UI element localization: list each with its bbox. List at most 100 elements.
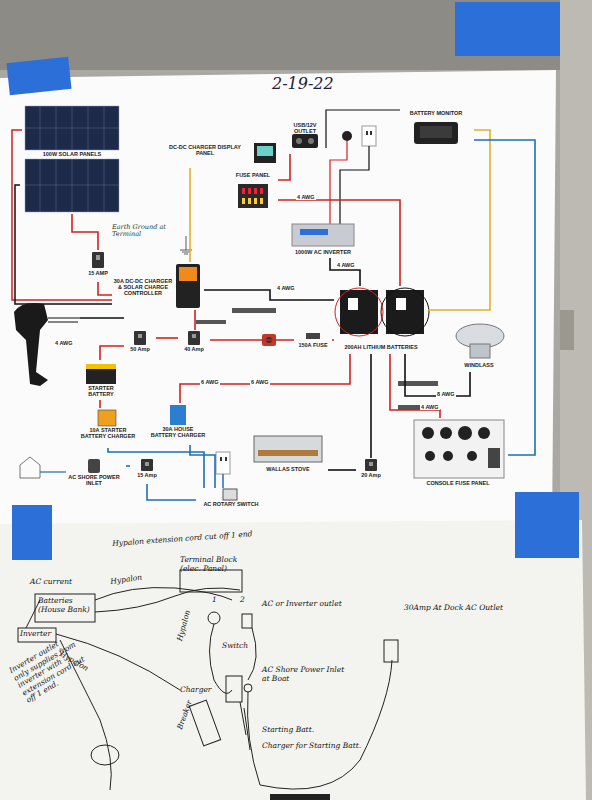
component-label: 30A DC-DC CHARGER & SOLAR CHARGE CONTROL… [112,278,174,297]
sketch-note: 1 [212,596,222,605]
component-box: 150A FUSE [294,332,332,354]
component-box: BATTERY MONITOR [398,110,474,148]
component-label: 30A HOUSE BATTERY CHARGER [150,426,206,438]
wire [428,130,490,310]
wire [332,339,334,341]
component-box: 1000W AC INVERTER [286,222,360,258]
component-box: DC-DC CHARGER DISPLAY PANEL [168,138,278,168]
component-label: 15 Amp [130,472,164,478]
wire [108,448,204,488]
component-box: 50 Amp [124,330,156,358]
component-box: 15 AMP [80,250,116,282]
wire [370,354,372,458]
sketch-note: AC or Inverter outlet [262,600,342,609]
component-label: CONSOLE FUSE PANEL [408,480,508,486]
sketch-note: AC Shore Power Inlet at Boat [262,666,352,683]
sketch-note: Terminal Block (elec. Panel) [180,556,250,573]
component-label: 50 Amp [124,346,156,352]
wire [194,310,196,330]
component-box: 10A STARTER BATTERY CHARGER [80,408,136,448]
wire-gauge: 6 AWG [250,379,270,385]
wire [278,154,290,180]
sketch-note: Inverter [20,630,56,639]
wire [189,168,191,262]
component-box: 20 Amp [356,458,386,484]
sketch-note: Charger [180,686,220,695]
component-box: WINDLASS [446,322,512,372]
wire [180,354,350,403]
wire-gauge: 6 AWG [200,379,220,385]
component-box: CONSOLE FUSE PANEL [408,418,508,490]
wire-gauge: 4 AWG [336,262,356,268]
component-label: USB/12V OUTLET [284,122,326,134]
wire [99,400,101,408]
wire [100,346,124,360]
component-label: BATTERY MONITOR [398,110,474,116]
component-label: DC-DC CHARGER DISPLAY PANEL [168,144,242,156]
sketch-note: Switch [222,642,262,651]
component-label: WALLAS STOVE [248,466,328,472]
wire [474,140,535,455]
component-box: WALLAS STOVE [248,432,328,476]
wire [126,465,130,467]
component-box: 15 Amp [130,458,164,484]
component-label: 100W SOLAR PANELS [26,151,118,157]
wire [330,258,360,286]
component-box: 40 Amp [178,330,210,358]
wire-gauge: 4 AWG [276,285,296,291]
component-box: USB/12V OUTLET [284,122,326,154]
component-label: 40 Amp [178,346,210,352]
wire [204,290,334,300]
sketch-note: 2 [240,596,250,605]
sketch-note: Breaker [176,690,198,730]
component-label: WINDLASS [446,362,512,368]
component-label: 20 Amp [356,472,386,478]
component-label: FUSE PANEL [228,172,278,178]
wire-gauge: 8 AWG [436,391,456,397]
component-label: 150A FUSE [294,342,332,348]
component-box: AC SHORE POWER INLET [62,458,126,488]
sketch-note: Hypalon [110,572,151,586]
sketch-note: AC current [30,578,90,587]
component-box: Earth Ground at Terminal [112,222,184,246]
wire-gauge: 4 AWG [54,340,74,346]
wire [278,200,400,286]
wire [405,354,470,396]
component-box: 200AH LITHIUM BATTERIES [334,286,428,354]
component-box: STARTER BATTERY [78,360,124,400]
wire [72,214,98,250]
component-label: STARTER BATTERY [78,385,124,397]
wire-gauge: 4 AWG [420,404,440,410]
sketch-note: 30Amp At Dock AC Outlet [404,604,514,613]
component-box: FUSE PANEL [228,172,278,214]
wire [156,337,178,339]
wire-gauge: 4 AWG [296,194,316,200]
wire [328,469,356,471]
component-box: AC ROTARY SWITCH [196,488,266,512]
component-label: 200AH LITHIUM BATTERIES [334,344,428,350]
wire [147,484,196,500]
wire [210,339,294,341]
sketch-note: Starting Batt. [262,726,342,735]
wire [390,354,440,418]
sketch-note: Hypalon [176,601,195,642]
component-label: AC SHORE POWER INLET [62,474,126,486]
handwritten-label: Earth Ground at Terminal [112,224,182,238]
component-label: 15 AMP [80,270,116,276]
wire [98,282,112,295]
component-label: AC ROTARY SWITCH [196,501,266,507]
component-label: 1000W AC INVERTER [286,249,360,255]
sketch-note: Batteries (House Bank) [38,597,94,614]
component-box: 30A DC-DC CHARGER & SOLAR CHARGE CONTROL… [112,262,204,310]
sketch-note: Charger for Starting Batt. [262,742,372,751]
sketch-note: Hypalon extension cord cut off 1 end [112,530,262,549]
component-box: 30A HOUSE BATTERY CHARGER [150,403,206,445]
sketch-note: Inverter outlet only supplies from inver… [8,631,93,705]
title: 2-19-22 [272,74,334,93]
component-label: 10A STARTER BATTERY CHARGER [80,427,136,439]
component-box: 100W SOLAR PANELS [22,104,122,214]
